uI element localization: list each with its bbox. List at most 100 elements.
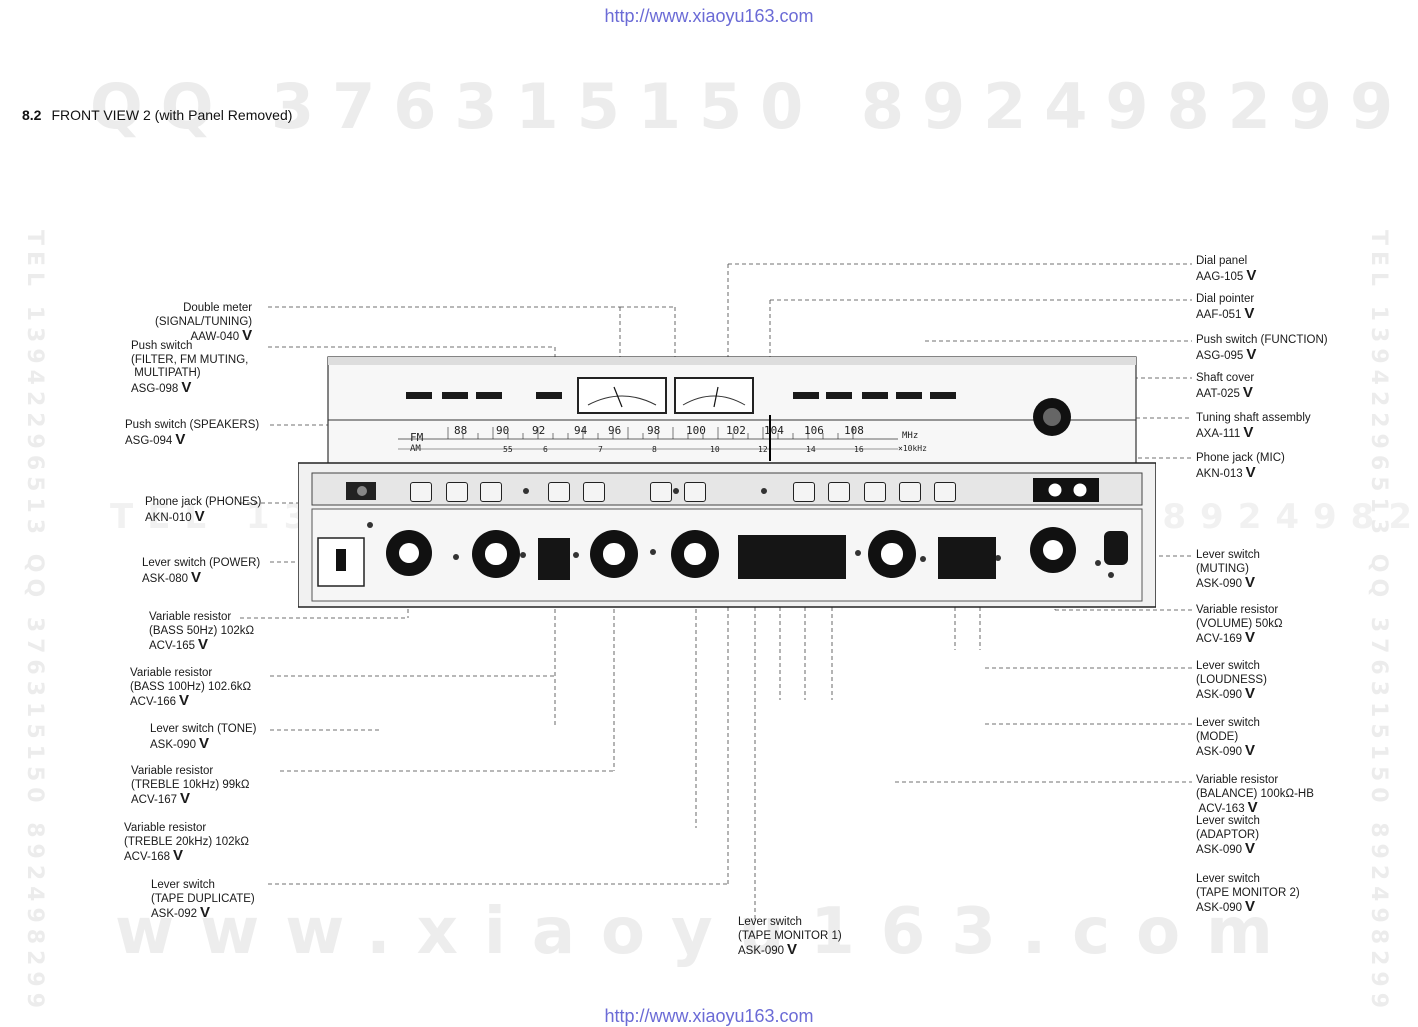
check-mark: V	[787, 941, 798, 958]
check-mark: V	[1242, 383, 1253, 401]
push-button-function-aux[interactable]	[934, 482, 956, 502]
check-mark: V	[1245, 742, 1256, 759]
section-number: 8.2	[22, 107, 42, 123]
check-mark: V	[179, 692, 190, 709]
check-mark: V	[1245, 840, 1256, 857]
check-mark: V	[1246, 345, 1257, 363]
dial-khz-label: ×10kHz	[898, 444, 927, 453]
source-url-bottom: http://www.xiaoyu163.com	[604, 1006, 814, 1026]
push-button-fm-muting[interactable]	[583, 482, 605, 502]
lever-switch-bank[interactable]	[738, 535, 846, 579]
label-push-switch-filter: Push switch (FILTER, FM MUTING, MULTIPAT…	[131, 340, 249, 396]
check-mark: V	[242, 327, 253, 344]
label-var-res-bass50: Variable resistor (BASS 50Hz) 102kΩ ACV-…	[149, 611, 255, 653]
check-mark: V	[1245, 463, 1256, 481]
check-mark: V	[180, 790, 191, 807]
dial-mhz-label: MHz	[902, 431, 919, 441]
push-button-function-am[interactable]	[793, 482, 815, 502]
fm-scale-102: 102	[726, 424, 746, 437]
am-scale-8: 8	[652, 445, 657, 454]
dial-am-label: AM	[410, 444, 421, 454]
am-scale-6: 6	[543, 445, 548, 454]
indicator-bar-4	[536, 392, 562, 399]
fm-scale-92: 92	[532, 424, 546, 437]
check-mark: V	[1245, 629, 1256, 646]
knob-treble-10khz[interactable]	[590, 530, 638, 578]
check-mark: V	[173, 847, 184, 864]
push-button-filter[interactable]	[548, 482, 570, 502]
label-var-res-treble10: Variable resistor (TREBLE 10kHz) 99kΩ AC…	[131, 765, 250, 807]
am-scale-12: 12	[758, 445, 768, 454]
push-button-multipath-a[interactable]	[650, 482, 672, 502]
fm-scale-106: 106	[804, 424, 824, 437]
check-mark: V	[191, 568, 202, 586]
fm-scale-100: 100	[686, 424, 706, 437]
indicator-bar-6	[826, 392, 852, 399]
indicator-bar-9	[930, 392, 956, 399]
watermark-side-right: TEL 13942296513 QQ 376315150 892498299	[1366, 230, 1391, 1015]
check-mark: V	[1245, 574, 1256, 591]
check-mark: V	[1245, 685, 1256, 702]
indicator-bar-1	[406, 392, 432, 399]
push-button-speakers-c[interactable]	[480, 482, 502, 502]
indicator-bar-7	[862, 392, 888, 399]
check-mark: V	[200, 904, 211, 921]
knob-bass-100hz[interactable]	[472, 530, 520, 578]
fm-scale-98: 98	[647, 424, 661, 437]
am-scale-7: 7	[598, 445, 603, 454]
am-scale-14: 14	[806, 445, 816, 454]
push-button-speakers-b[interactable]	[446, 482, 468, 502]
fm-scale-94: 94	[574, 424, 588, 437]
check-mark: V	[198, 636, 209, 653]
knob-volume[interactable]	[868, 530, 916, 578]
fm-scale-96: 96	[608, 424, 622, 437]
receiver-front-unit: FM AM MHz ×10kHz 88 90 92 94 96 98 100 1…	[298, 345, 1156, 610]
indicator-bar-2	[442, 392, 468, 399]
watermark-bottom: www.xiaoyu163.com	[115, 895, 1299, 969]
push-button-function-fm[interactable]	[828, 482, 850, 502]
check-mark: V	[1245, 898, 1256, 915]
push-button-speakers-a[interactable]	[410, 482, 432, 502]
check-mark: V	[1243, 423, 1254, 441]
dial-fm-label: FM	[410, 431, 424, 444]
knob-balance[interactable]	[1030, 527, 1076, 573]
push-button-multipath-b[interactable]	[684, 482, 706, 502]
fm-scale-90: 90	[496, 424, 510, 437]
check-mark: V	[175, 430, 186, 448]
knob-treble-20khz[interactable]	[671, 530, 719, 578]
label-var-res-bass100: Variable resistor (BASS 100Hz) 102.6kΩ A…	[130, 667, 252, 709]
watermark-qq: QQ 376315150 892498299	[90, 70, 1412, 143]
lever-switch-tone-block[interactable]	[538, 538, 570, 580]
check-mark: V	[194, 507, 205, 525]
knob-bass-50hz[interactable]	[386, 530, 432, 576]
fm-scale-108: 108	[844, 424, 864, 437]
label-var-res-treble20: Variable resistor (TREBLE 20kHz) 102kΩ A…	[124, 822, 249, 864]
push-button-function-phono1[interactable]	[864, 482, 886, 502]
source-url-top: http://www.xiaoyu163.com	[604, 6, 814, 26]
label-var-res-balance: Variable resistor (BALANCE) 100kΩ-HB ACV…	[1196, 774, 1314, 816]
lever-switch-muting-block[interactable]	[1104, 531, 1128, 565]
check-mark: V	[1244, 304, 1255, 322]
lever-switch-loudness-mode[interactable]	[938, 537, 996, 579]
indicator-bar-3	[476, 392, 502, 399]
receiver-chassis	[298, 356, 1156, 608]
am-scale-10: 10	[710, 445, 720, 454]
push-button-function-phono2[interactable]	[899, 482, 921, 502]
indicator-bar-8	[896, 392, 922, 399]
fm-scale-88: 88	[454, 424, 468, 437]
